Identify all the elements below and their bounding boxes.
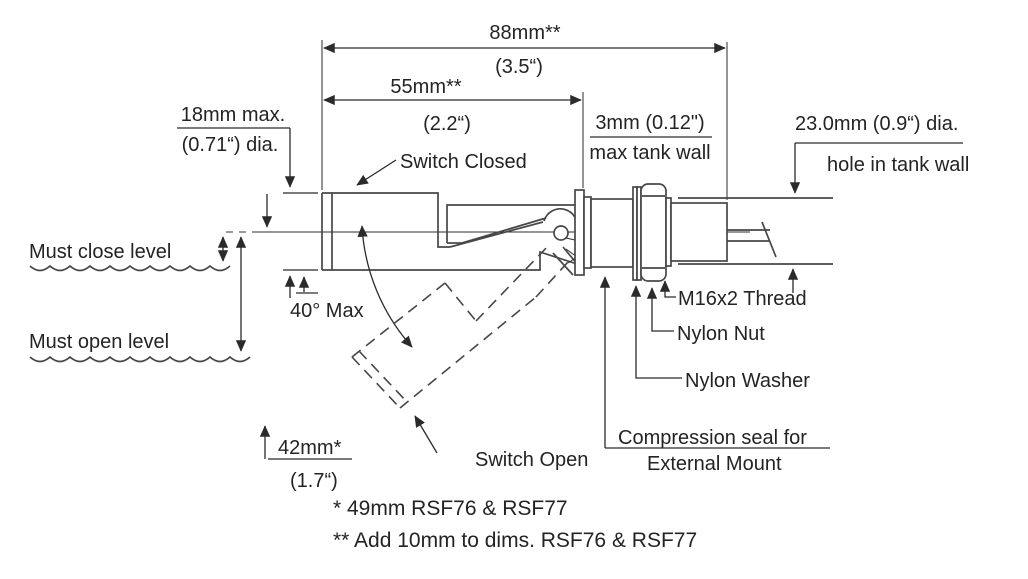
extension-lines (321, 40, 728, 200)
hole-dia-line1: 23.0mm (0.9“) dia. (795, 113, 958, 135)
pivot-circle (553, 225, 569, 241)
swing-angle-label: 40° Max (290, 300, 364, 322)
dimension-hole: 23.0mm (0.9“) dia. hole in tank wall (787, 113, 969, 293)
mounting-hardware (574, 183, 833, 282)
float-dia-line2: (0.71“) dia. (182, 134, 279, 156)
overall-length-mm: 88mm** (489, 22, 560, 44)
washer-label: Nylon Washer (685, 370, 810, 392)
switch-closed-callout: Switch Closed (356, 151, 527, 186)
compression-seal-body (590, 198, 634, 268)
nylon-nut-part (640, 183, 667, 282)
footnotes: * 49mm RSF76 & RSF77 ** Add 10mm to dims… (333, 497, 697, 552)
seal-label-line2: External Mount (647, 453, 782, 475)
drop-mm: 42mm* (278, 437, 342, 459)
cable-break (761, 221, 777, 258)
dimension-drop: 42mm* (1.7“) (259, 425, 352, 492)
water-levels: Must close level Must open level (29, 194, 273, 363)
float-length-in: (2.2“) (423, 113, 471, 135)
switch-open-label: Switch Open (475, 449, 588, 471)
dimension-tank-wall: 3mm (0.12") max tank wall (589, 112, 712, 164)
threaded-stem (670, 202, 728, 262)
overall-length-in: (3.5“) (495, 56, 543, 78)
hole-dia-line2: hole in tank wall (827, 154, 969, 176)
flange (574, 189, 585, 276)
footnote-double-star: ** Add 10mm to dims. RSF76 & RSF77 (333, 529, 697, 552)
close-level-waves (29, 264, 231, 272)
switch-closed-label: Switch Closed (400, 151, 527, 173)
switch-open-callout: Switch Open (414, 415, 588, 471)
nut-label: Nylon Nut (677, 323, 765, 345)
seal-label-line1: Compression seal for (618, 427, 807, 449)
part-callouts: M16x2 Thread Nylon Nut Nylon Washer Comp… (599, 276, 830, 475)
float-length-mm: 55mm** (390, 76, 461, 98)
thread-label: M16x2 Thread (678, 288, 807, 310)
must-close-level-label: Must close level (29, 241, 171, 263)
drop-in: (1.7“) (290, 470, 338, 492)
tank-wall-line2: max tank wall (589, 142, 710, 164)
footnote-single-star: * 49mm RSF76 & RSF77 (333, 497, 568, 520)
tank-wall-line1: 3mm (0.12") (595, 112, 704, 134)
dimension-float-length: 55mm** (2.2“) (323, 76, 582, 135)
swing-arc (357, 225, 413, 348)
open-level-waves (29, 355, 251, 363)
dimension-overall-length: 88mm** (3.5“) (323, 22, 726, 78)
flange-step (583, 196, 592, 269)
must-open-level-label: Must open level (29, 331, 169, 353)
float-open-position (351, 244, 569, 409)
swing-angle: 40° Max (290, 225, 413, 348)
float-dia-line1: 18mm max. (181, 104, 285, 126)
dimension-float-diameter: 18mm max. (0.71“) dia. (177, 104, 318, 298)
